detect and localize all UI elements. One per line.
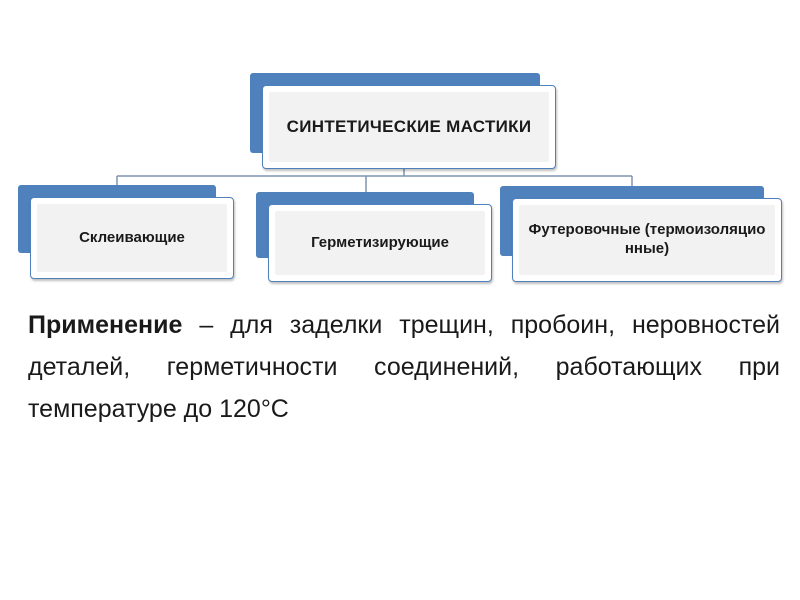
paragraph-lead: Применение: [28, 311, 183, 339]
diagram-root-node: СИНТЕТИЧЕСКИЕ МАСТИКИ: [250, 73, 556, 169]
child-node-label: Футеровочные (термоизоляционные): [519, 205, 775, 275]
paragraph-body: – для заделки трещин, пробоин, неровност…: [28, 311, 780, 423]
diagram-child-node-lining: Футеровочные (термоизоляционные): [500, 186, 782, 282]
child-node-card: Герметизирующие: [268, 204, 492, 282]
diagram-child-node-gluing: Склеивающие: [18, 185, 234, 279]
root-node-card: СИНТЕТИЧЕСКИЕ МАСТИКИ: [262, 85, 556, 169]
diagram-child-node-sealing: Герметизирующие: [256, 192, 492, 284]
child-node-label: Герметизирующие: [275, 211, 485, 275]
root-node-label: СИНТЕТИЧЕСКИЕ МАСТИКИ: [269, 92, 549, 162]
child-node-card: Склеивающие: [30, 197, 234, 279]
child-node-label: Склеивающие: [37, 204, 227, 272]
application-paragraph: Применение – для заделки трещин, пробоин…: [28, 304, 780, 430]
child-node-card: Футеровочные (термоизоляционные): [512, 198, 782, 282]
